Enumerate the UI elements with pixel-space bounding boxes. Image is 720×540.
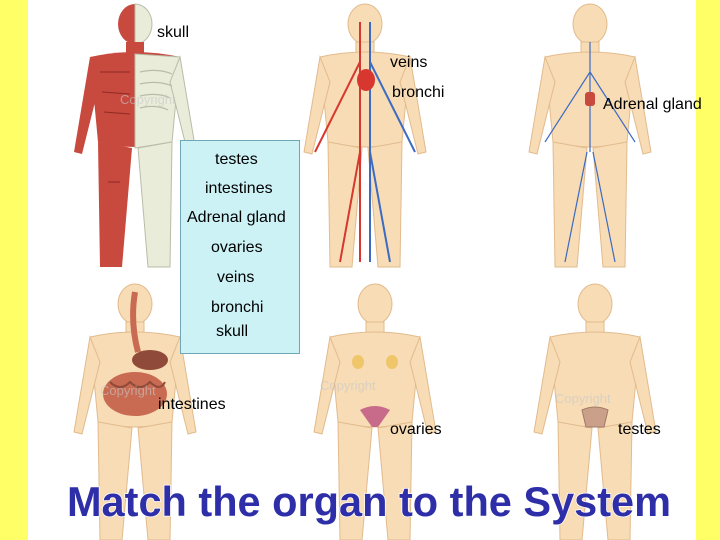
watermark-4: Copyright bbox=[555, 391, 611, 406]
slide-title: Match the organ to the System bbox=[66, 477, 672, 526]
watermark-3: Copyright bbox=[320, 378, 376, 393]
digestive-figure bbox=[73, 283, 197, 540]
circulatory-figure bbox=[303, 3, 427, 268]
word-bank-item[interactable]: testes bbox=[215, 151, 258, 168]
word-bank-item[interactable]: veins bbox=[217, 269, 255, 286]
watermark-2: Copyright bbox=[100, 383, 156, 398]
word-bank-item[interactable]: bronchi bbox=[211, 299, 264, 316]
label-ovaries[interactable]: ovaries bbox=[390, 421, 442, 438]
label-bronchi[interactable]: bronchi bbox=[392, 84, 445, 101]
muscular-skeletal-figure bbox=[74, 3, 197, 268]
watermark-1: Copyright bbox=[120, 92, 176, 107]
word-bank: testes intestines Adrenal gland ovaries … bbox=[180, 140, 300, 354]
label-intestines[interactable]: intestines bbox=[158, 396, 226, 413]
label-adrenal-gland[interactable]: Adrenal gland bbox=[603, 96, 702, 113]
word-bank-item[interactable]: intestines bbox=[205, 180, 273, 197]
label-veins[interactable]: veins bbox=[390, 54, 428, 71]
label-testes[interactable]: testes bbox=[618, 421, 661, 438]
word-bank-item[interactable]: ovaries bbox=[211, 239, 263, 256]
word-bank-item[interactable]: skull bbox=[216, 323, 249, 340]
male-reproductive-figure bbox=[533, 283, 657, 540]
endocrine-figure bbox=[528, 3, 652, 268]
female-reproductive-figure bbox=[313, 283, 437, 540]
slide-title-text: Match the organ to the System bbox=[67, 478, 671, 525]
word-bank-item[interactable]: Adrenal gland bbox=[187, 209, 286, 226]
label-skull[interactable]: skull bbox=[157, 24, 190, 41]
